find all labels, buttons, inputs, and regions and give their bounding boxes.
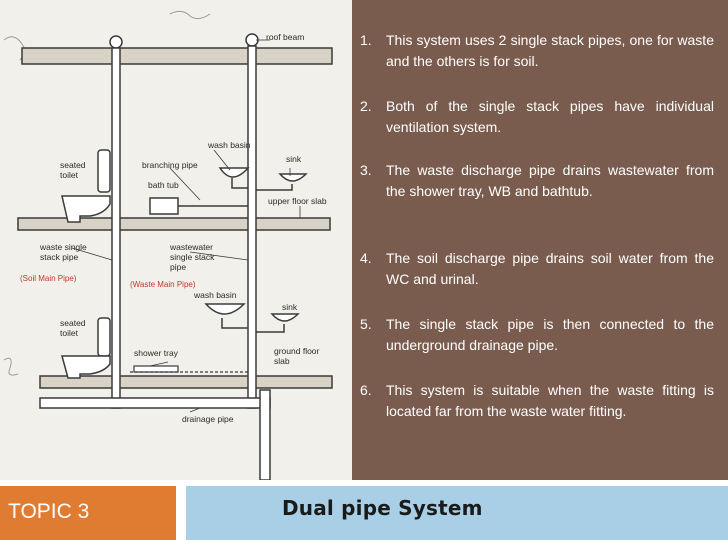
toilet-cistern — [97, 149, 111, 193]
point-text: The single stack pipe is then connected … — [386, 316, 714, 353]
label-wash-basin-upper: wash basin — [208, 140, 251, 150]
points-panel: 1. This system uses 2 single stack pipes… — [352, 0, 728, 480]
bath-tub — [149, 197, 179, 215]
leader-line — [149, 361, 169, 367]
point-number: 5. — [360, 316, 372, 332]
label-branching-pipe: branching pipe — [142, 160, 198, 170]
label-seated-toilet-upper: seated toilet — [60, 160, 86, 180]
point-item: 2. Both of the single stack pipes have i… — [360, 96, 714, 138]
label-shower-tray: shower tray — [134, 348, 178, 358]
toilet-bowl — [61, 195, 111, 223]
shower-tray — [133, 365, 179, 373]
label-waste-single-stack: waste single stack pipe — [40, 242, 87, 262]
point-text: This system uses 2 single stack pipes, o… — [386, 32, 714, 69]
label-waste-main-pipe: (Waste Main Pipe) — [130, 280, 196, 289]
leader-line — [71, 247, 113, 261]
topic-box: TOPIC 3 — [0, 486, 176, 540]
point-number: 2. — [360, 98, 372, 114]
plumbing-diagram-drawing — [3, 10, 333, 480]
scribble — [3, 357, 19, 376]
leader-line — [169, 167, 201, 201]
soil-stack-pipe — [111, 47, 121, 409]
title-box: Dual pipe System — [186, 486, 728, 540]
label-drainage-pipe: drainage pipe — [182, 414, 234, 424]
page-title: Dual pipe System — [282, 496, 483, 520]
topic-label: TOPIC 3 — [8, 500, 90, 523]
point-number: 4. — [360, 250, 372, 266]
drainage-pipe-down — [259, 389, 271, 480]
point-text: The waste discharge pipe drains wastewat… — [386, 162, 714, 199]
label-upper-floor-slab: upper floor slab — [268, 196, 327, 206]
vent-cap — [109, 35, 123, 49]
wash-basin-lower — [204, 303, 246, 315]
scribble — [169, 10, 211, 20]
sink-trap — [256, 324, 285, 333]
label-wastewater-single-stack: wastewater single stack pipe — [170, 242, 215, 272]
point-text: The soil discharge pipe drains soil wate… — [386, 250, 714, 287]
point-item: 4. The soil discharge pipe drains soil w… — [360, 248, 714, 290]
label-ground-floor-slab: ground floor slab — [274, 346, 320, 366]
point-number: 1. — [360, 32, 372, 48]
label-bath-tub: bath tub — [148, 180, 179, 190]
drainage-pipe — [39, 397, 271, 409]
point-number: 6. — [360, 382, 372, 398]
point-number: 3. — [360, 162, 372, 178]
leader-line — [189, 251, 249, 261]
sink-trap — [256, 184, 293, 191]
point-item: 3. The waste discharge pipe drains waste… — [360, 160, 714, 202]
label-soil-main-pipe: (Soil Main Pipe) — [20, 274, 77, 283]
label-sink-upper: sink — [286, 154, 302, 164]
leader-line — [213, 149, 231, 171]
wash-basin-upper — [218, 167, 250, 178]
label-seated-toilet-lower: seated toilet — [60, 318, 86, 338]
toilet-bowl — [61, 355, 111, 379]
label-wash-basin-lower: wash basin — [194, 290, 237, 300]
point-item: 5. The single stack pipe is then connect… — [360, 314, 714, 356]
basin-trap — [221, 318, 248, 329]
plumbing-diagram: roof beam wash basin sink branching pipe… — [0, 0, 353, 480]
basin-trap — [231, 178, 248, 189]
ground-floor-slab — [39, 375, 333, 389]
label-roof-beam: roof beam — [266, 32, 305, 42]
waste-stack-pipe — [247, 45, 257, 409]
sink-upper — [278, 173, 308, 182]
point-text: Both of the single stack pipes have indi… — [386, 98, 714, 135]
point-item: 1. This system uses 2 single stack pipes… — [360, 30, 714, 72]
toilet-cistern — [97, 317, 111, 357]
sink-lower — [270, 313, 300, 322]
point-text: This system is suitable when the waste f… — [386, 382, 714, 419]
leader-line — [189, 407, 201, 413]
upper-floor-slab — [17, 217, 331, 231]
label-sink-lower: sink — [282, 302, 298, 312]
roof-beam — [21, 47, 333, 65]
point-item: 6. This system is suitable when the wast… — [360, 380, 714, 422]
